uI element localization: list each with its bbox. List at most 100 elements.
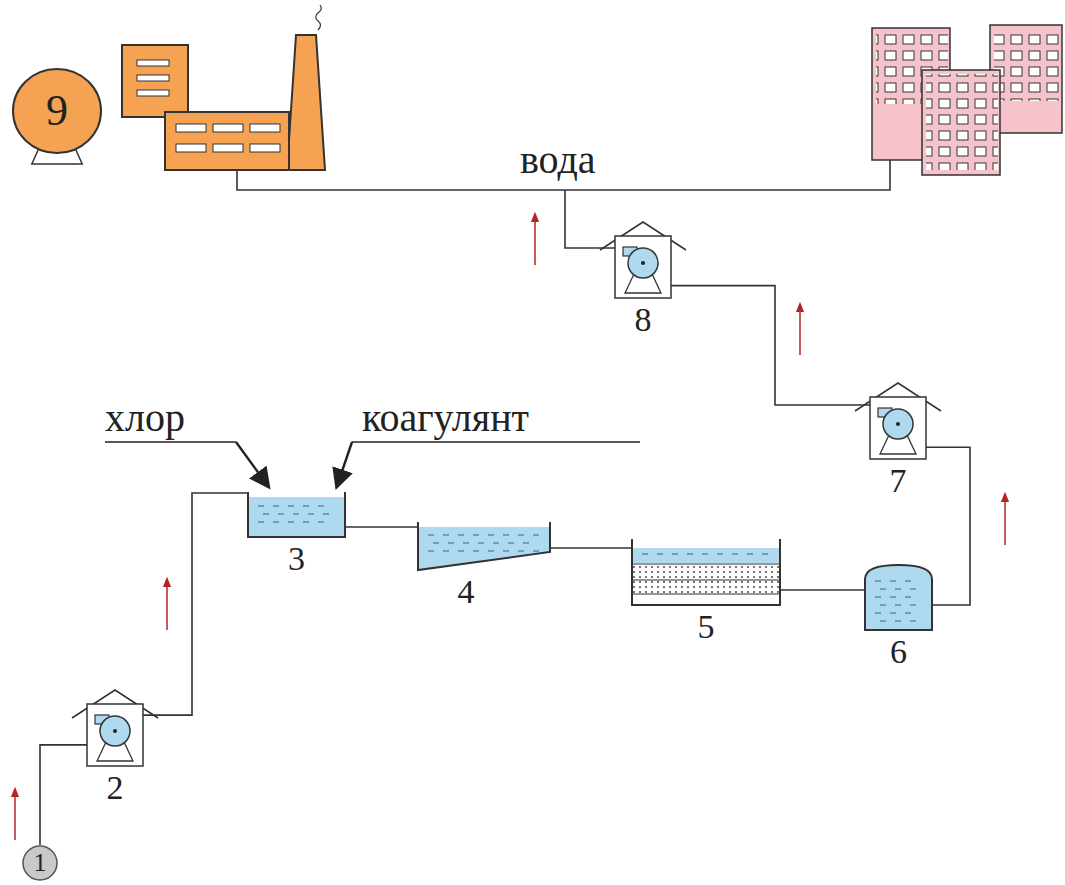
water-ripple [478,542,484,543]
pipe-connector [143,493,248,715]
pump-shaft [896,422,900,426]
shape-holder [870,397,926,459]
flow-label: коагулянт [362,398,529,438]
filter-gravel [632,581,780,593]
mixer-tank [248,492,345,537]
factory-window [250,124,280,132]
water-ripple [880,620,886,621]
factory-window [137,60,169,66]
flow-arrow [166,582,168,630]
label-box: коагулянт [362,398,529,438]
pump-house [87,704,143,766]
circle9-node: 9 [12,66,102,156]
water-ripple [288,505,294,506]
callout-number: 8 [615,302,671,338]
water-ripple [433,542,439,543]
water-ripple [508,542,514,543]
drum-node: 6 [865,565,932,670]
pipe-connector [780,589,865,591]
callout-number: 9 [12,66,102,156]
water-ripple [518,550,524,551]
callout-number: 6 [865,634,932,670]
shape-holder: 1 [22,845,58,881]
factory-hall [165,112,289,170]
water-ripple [428,550,434,551]
water-ripple [308,513,314,514]
water-ripple [905,596,911,597]
water-ripple [890,580,896,581]
water-ripple [910,620,916,621]
water-ripple [762,553,768,554]
callout-number: 1 [22,845,58,881]
water-ripple [875,612,881,613]
water-ripple [473,550,479,551]
water-ripple [503,550,509,551]
supply-pipe [565,190,615,248]
pump-shape [615,236,671,298]
water-ripple [518,534,524,535]
water-ripple [448,542,454,543]
filter-shape [632,545,780,605]
water-ripple [318,521,324,522]
factory-window [137,75,169,81]
label-box: вода [520,140,596,180]
pipe-connector [40,745,87,845]
pump-shape [87,704,143,766]
pump-volute [100,716,130,746]
pipe-connector [671,286,870,405]
water-ripple [905,580,911,581]
flow-arrow [799,307,801,355]
pump-shaft [113,729,117,733]
water-ripple [258,505,264,506]
callout-number: 7 [870,463,926,499]
settler-tank [418,522,550,570]
flow-label: вода [520,140,596,180]
callout-number: 3 [248,541,345,577]
drum-shape [865,565,932,630]
filter-layer-line [632,579,780,580]
label-box: хлор [105,398,185,438]
water-ripple [458,534,464,535]
water-ripple [702,553,708,554]
water-ripple [657,553,663,554]
pipe-connector [345,526,418,528]
water-ripple [890,612,896,613]
water-ripple [895,604,901,605]
tank-shape [248,492,345,537]
dosing-arrow [236,442,268,486]
water-ripple [303,505,309,506]
flow-arrow [14,792,16,840]
water-ripple [747,553,753,554]
house-block [990,25,1062,133]
pump-house [870,397,926,459]
basin-shape [418,522,550,570]
water-ripple [458,550,464,551]
shape-holder: 9 [12,66,102,156]
factory-window [250,144,280,152]
water-ripple [318,505,324,506]
pump-volute [628,248,658,278]
water-ripple [488,550,494,551]
shape-holder [418,522,550,570]
settler-water [418,527,550,570]
factory-window [176,144,206,152]
water-ripple [288,521,294,522]
water-ripple [890,596,896,597]
water-ripple [880,604,886,605]
water-ripple [875,596,881,597]
shape-holder [87,704,143,766]
water-ripple [875,580,881,581]
shape-holder [248,492,345,537]
water-ripple [323,513,329,514]
water-ripple [910,588,916,589]
house-windows [994,29,1060,101]
shape-holder [615,236,671,298]
circle1-node: 1 [22,845,58,881]
water-ripple [895,588,901,589]
water-ripple [488,534,494,535]
water-ripple [258,521,264,522]
factory-window [176,124,206,132]
water-ripple [428,534,434,535]
filter-layer-line [632,593,780,594]
factory-window [213,124,243,132]
